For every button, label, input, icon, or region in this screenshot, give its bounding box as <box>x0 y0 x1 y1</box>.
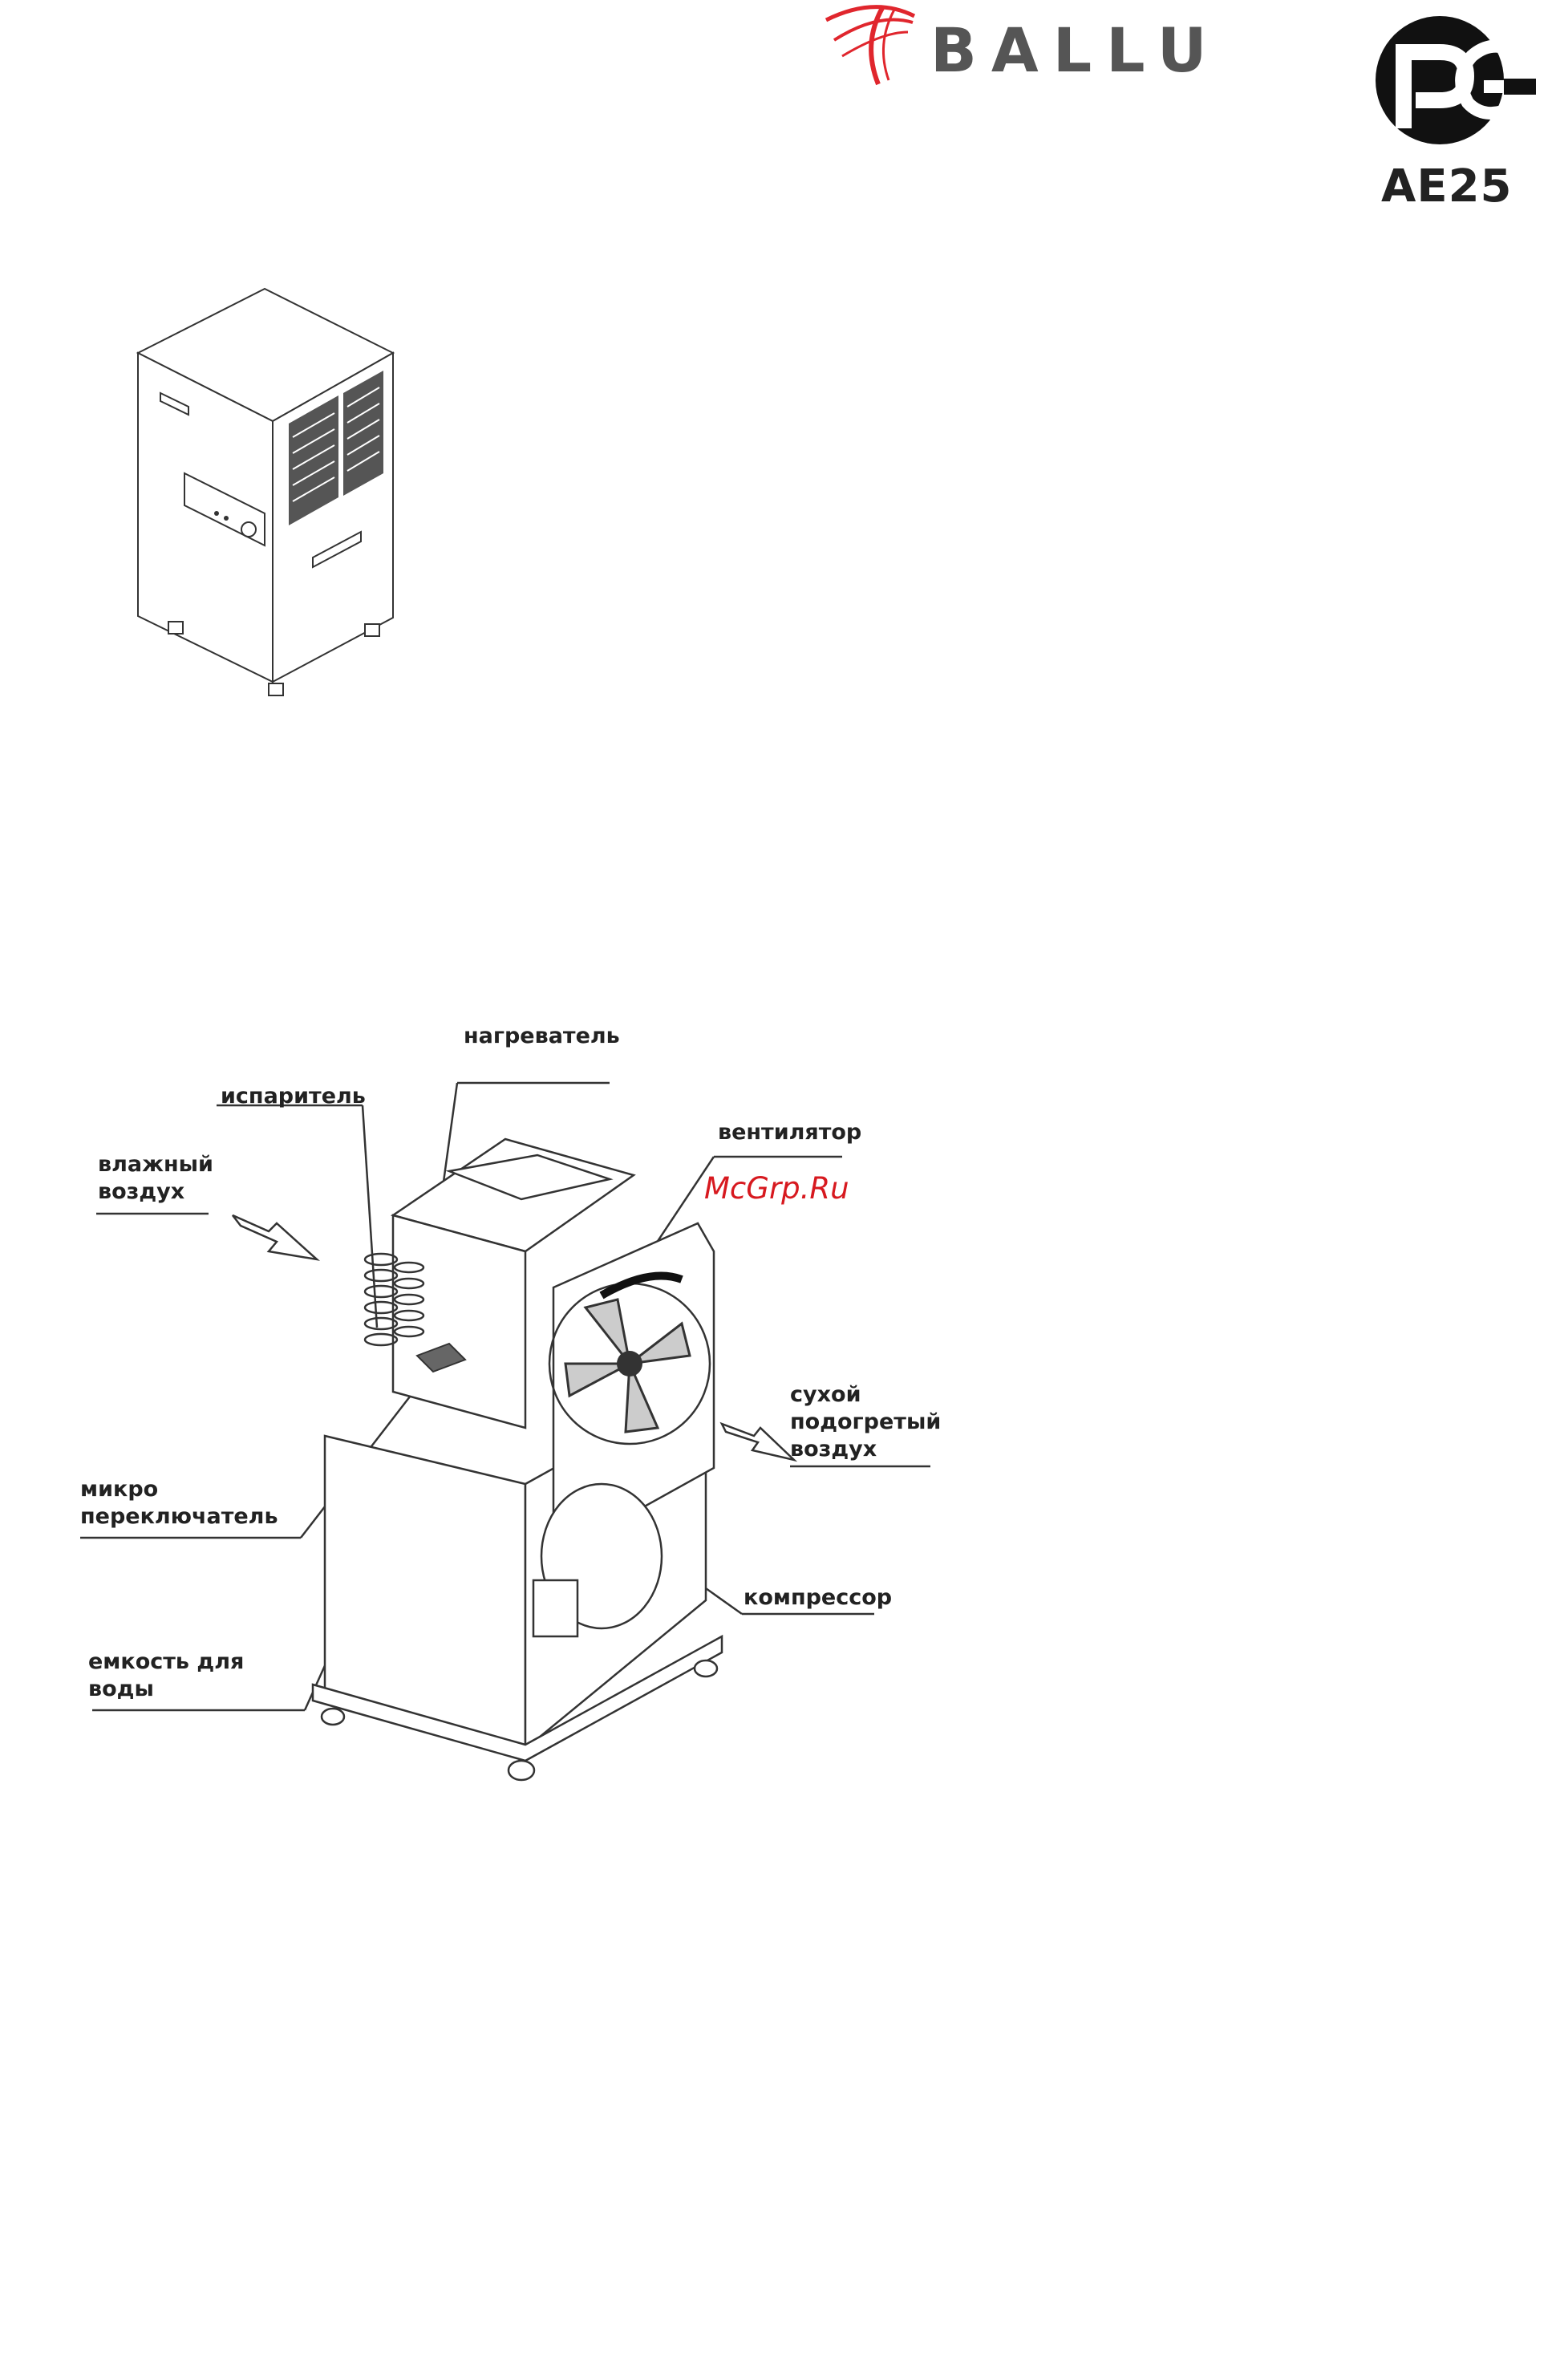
humid-air-inflow-arrow <box>233 1215 317 1259</box>
microswitch-label-line1: микро <box>80 1476 158 1503</box>
microswitch-label-line2: переключатель <box>80 1503 278 1531</box>
ballu-swoosh-icon <box>818 0 930 96</box>
dry-air-label-line1: сухой <box>790 1381 861 1409</box>
fan-label: вентилятор <box>718 1119 861 1146</box>
compressor-label: компрессор <box>744 1584 892 1612</box>
dry-air-label-line3: воздух <box>790 1436 877 1463</box>
heater-label: нагреватель <box>464 1023 620 1050</box>
tank-label-line1: емкость для <box>88 1648 244 1676</box>
humid-air-label-line1: влажный <box>98 1151 213 1178</box>
brand-logo: BALLU <box>818 0 1267 104</box>
brand-name: BALLU <box>930 14 1222 86</box>
tank-label-line2: воды <box>88 1676 154 1703</box>
rst-certification-mark-icon <box>1347 8 1540 152</box>
watermark-text: McGrp.Ru <box>704 1171 849 1206</box>
dry-air-label-line2: подогретый <box>790 1409 941 1436</box>
evaporator-label: испаритель <box>221 1083 366 1110</box>
certification-code: AE25 <box>1381 160 1513 213</box>
dehumidifier-unit-illustration <box>128 281 449 698</box>
humid-air-label-line2: воздух <box>98 1178 184 1206</box>
dry-air-outflow-arrow <box>722 1424 794 1460</box>
